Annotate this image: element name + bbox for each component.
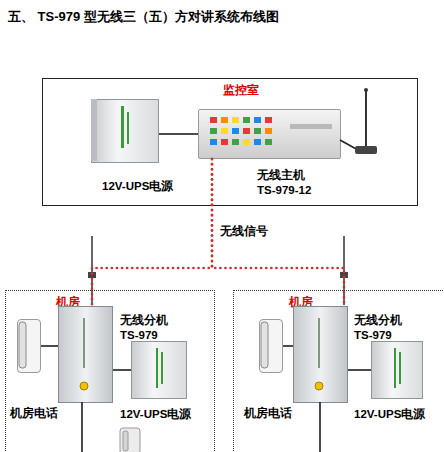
host-plate	[290, 124, 332, 129]
unit-knob	[315, 382, 323, 390]
button	[254, 117, 261, 123]
antenna-mast	[343, 236, 345, 305]
room-heading: 监控室	[223, 83, 259, 98]
button	[221, 117, 228, 123]
diagram-title: 五、 TS-979 型无线三（五）方对讲系统布线图	[8, 8, 279, 26]
button	[265, 117, 272, 123]
ups-box: 12V-UPS电源	[131, 341, 187, 399]
antenna-base	[355, 146, 377, 154]
phone-handset	[123, 431, 128, 451]
phone-box: 机房电话	[17, 319, 41, 373]
phone-handset	[19, 322, 26, 368]
phone-handset	[261, 322, 268, 368]
ups-print	[156, 348, 158, 388]
button	[210, 117, 217, 123]
button	[221, 128, 228, 134]
node-label: 12V-UPS电源	[120, 407, 191, 422]
unit-knob	[80, 382, 88, 390]
node-label: 12V-UPS电源	[102, 179, 173, 194]
phone-symbol	[120, 428, 140, 452]
antenna-tip	[364, 88, 368, 92]
unit-box: 无线分机 TS-979	[58, 306, 113, 403]
antenna-wire	[340, 140, 358, 150]
antenna-mast	[91, 236, 93, 305]
node-label: 无线分机 TS-979	[354, 313, 408, 343]
ups-print	[394, 348, 396, 388]
room-box: 机房机房电话无线分机 TS-97912V-UPS电源	[233, 290, 444, 452]
button	[232, 117, 239, 123]
button	[243, 117, 250, 123]
button	[265, 128, 272, 134]
ups-box: 12V-UPS电源	[91, 99, 159, 163]
wireless-signal	[212, 159, 344, 306]
button	[243, 128, 250, 134]
room-box: 机房机房电话无线分机 TS-97912V-UPS电源	[5, 290, 215, 452]
button	[232, 139, 239, 145]
wire-connector	[113, 369, 131, 371]
wire-connector	[41, 345, 58, 347]
antenna-base	[88, 272, 96, 278]
node-label: 机房电话	[10, 406, 58, 421]
button	[265, 139, 272, 145]
button	[232, 128, 239, 134]
button	[221, 139, 228, 145]
phone-box: 机房电话	[259, 319, 283, 373]
node-label: 无线主机 TS-979-12	[257, 168, 321, 198]
button	[243, 139, 250, 145]
wire	[319, 402, 321, 452]
button	[254, 128, 261, 134]
antenna-mast	[365, 90, 367, 148]
wireless-signal	[92, 159, 212, 306]
wire-connector	[159, 133, 198, 135]
unit-print	[83, 318, 85, 368]
wire-connector	[348, 369, 371, 371]
host-buttons	[210, 117, 332, 145]
monitor-room-box: 监控室12V-UPS电源无线主机 TS-979-12	[42, 78, 418, 206]
ups-print	[121, 106, 124, 148]
button	[210, 139, 217, 145]
wire-connector	[283, 345, 293, 347]
antenna-base	[340, 272, 348, 278]
unit-print	[318, 318, 320, 368]
wire	[81, 402, 83, 452]
button	[210, 128, 217, 134]
ups-side	[91, 99, 97, 161]
ups-print	[399, 352, 401, 384]
edge-label: 无线信号	[220, 224, 268, 239]
button	[254, 139, 261, 145]
node-label: 无线分机 TS-979	[120, 313, 174, 343]
unit-box: 无线分机 TS-979	[293, 306, 348, 403]
ups-print	[161, 352, 163, 384]
ups-print	[127, 112, 129, 144]
node-label: 12V-UPS电源	[354, 407, 425, 422]
node-label: 机房电话	[244, 406, 292, 421]
ups-box: 12V-UPS电源	[371, 341, 423, 399]
host-box: 无线主机 TS-979-12	[198, 109, 341, 159]
